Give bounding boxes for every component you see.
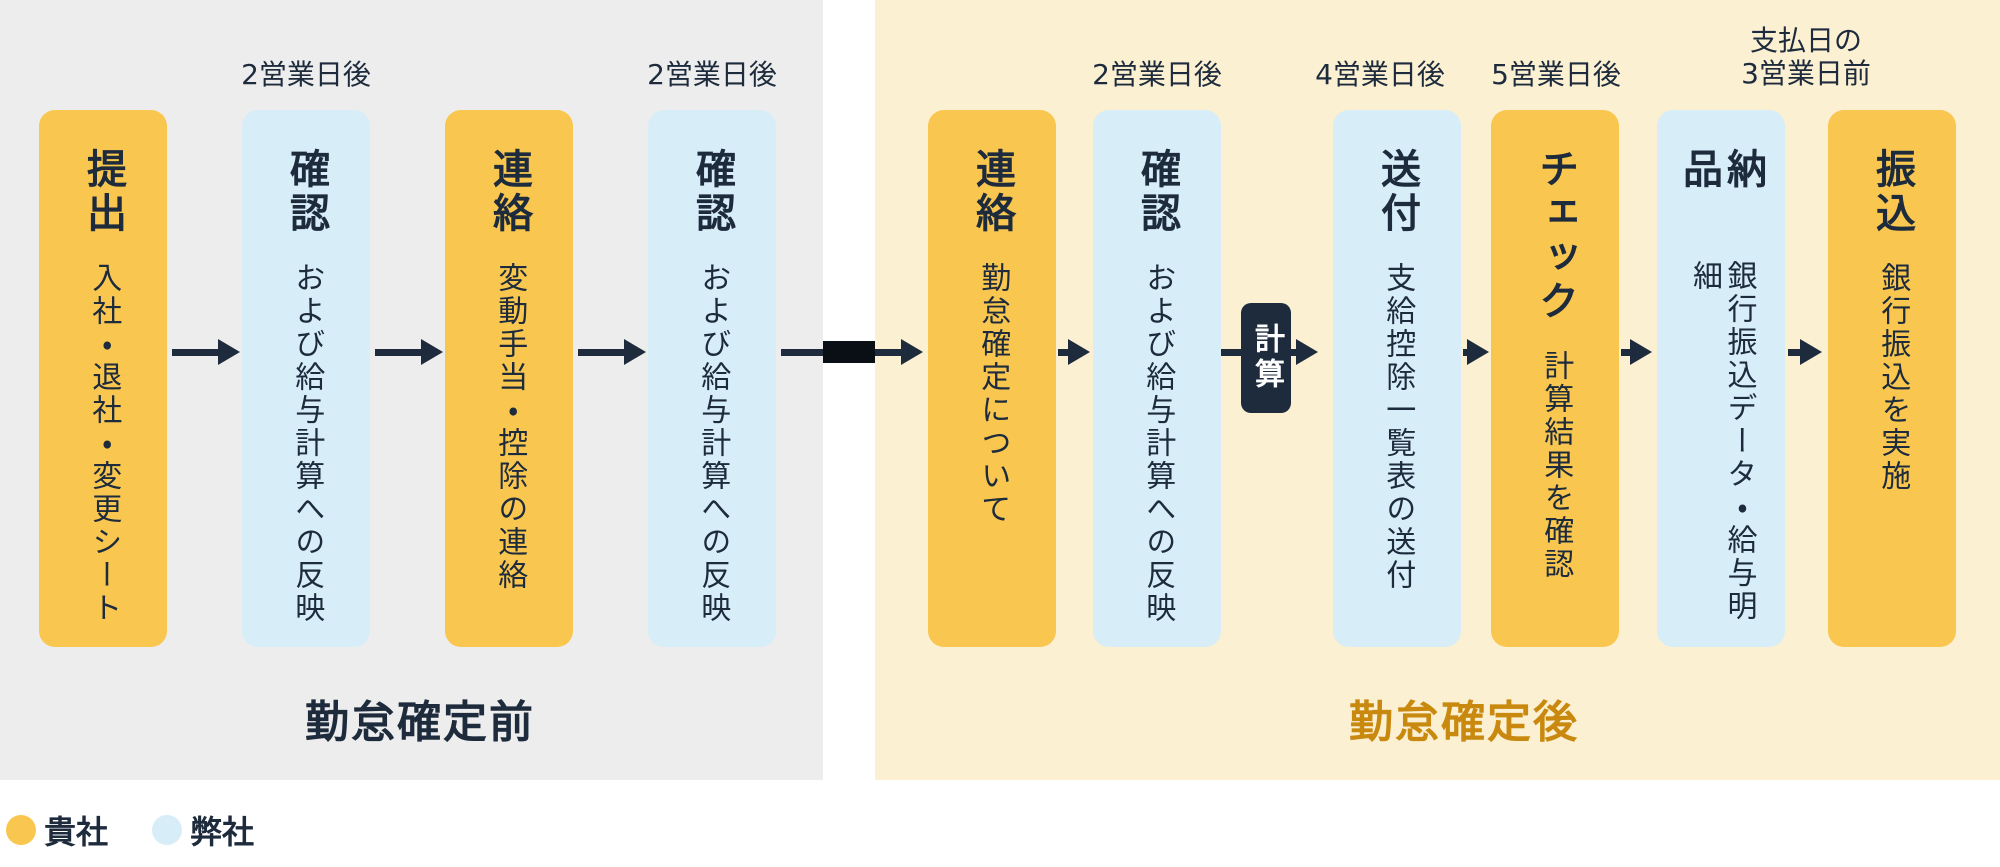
step-desc: および給与計算への反映 bbox=[695, 262, 731, 625]
legend-item-vendor: 弊社 bbox=[152, 807, 254, 853]
step-desc: 入社・退社・変更シート bbox=[86, 262, 122, 625]
step-card-kakunin-1: 確認 および給与計算への反映 bbox=[242, 110, 370, 647]
step-card-soufu: 送付 支給控除一覧表の送付 bbox=[1333, 110, 1461, 647]
timing-label: 2営業日後 bbox=[647, 58, 777, 91]
step-title: 連絡 bbox=[486, 148, 532, 236]
step-desc: 変動手当・控除の連絡 bbox=[492, 262, 528, 592]
legend-label-vendor: 弊社 bbox=[190, 813, 255, 851]
section-label-before: 勤怠確定前 bbox=[305, 697, 535, 748]
step-title: チェック bbox=[1532, 148, 1578, 324]
legend-label-client: 貴社 bbox=[44, 813, 109, 851]
step-title: 送付 bbox=[1374, 148, 1420, 236]
flow-arrow-head bbox=[1800, 339, 1822, 365]
step-title: 提出 bbox=[80, 148, 126, 236]
section-label-after: 勤怠確定後 bbox=[1349, 697, 1579, 748]
step-title: 振込 bbox=[1869, 148, 1915, 236]
step-card-renraku-1: 連絡 変動手当・控除の連絡 bbox=[445, 110, 573, 647]
step-title: 連絡 bbox=[969, 148, 1015, 236]
step-card-nouhin: 納品 銀行振込データ・給与明細 bbox=[1657, 110, 1785, 647]
flow-arrow-line bbox=[1788, 349, 1803, 356]
section-transition-arrow-head bbox=[901, 339, 923, 365]
flow-arrow-line bbox=[375, 349, 421, 356]
flow-arrow-head bbox=[1296, 339, 1318, 365]
calculation-badge-label: 計算 bbox=[1249, 323, 1284, 393]
timing-label: 2営業日後 bbox=[1092, 58, 1222, 91]
legend: 貴社 弊社 bbox=[6, 812, 254, 851]
flow-arrow-head bbox=[1467, 339, 1489, 365]
timing-label: 4営業日後 bbox=[1315, 58, 1445, 91]
step-card-renraku-2: 連絡 勤怠確定について bbox=[928, 110, 1056, 647]
timing-label: 支払日の 3営業日前 bbox=[1741, 24, 1871, 90]
step-card-furikomi: 振込 銀行振込を実施 bbox=[1828, 110, 1956, 647]
step-desc: および給与計算への反映 bbox=[1140, 262, 1176, 625]
step-desc: 銀行振込を実施 bbox=[1875, 262, 1911, 493]
flow-arrow-head bbox=[1630, 339, 1652, 365]
flow-arrow-line bbox=[1621, 349, 1633, 356]
step-title: 確認 bbox=[1134, 148, 1180, 236]
flow-arrow-head bbox=[421, 339, 443, 365]
step-card-check: チェック 計算結果を確認 bbox=[1491, 110, 1619, 647]
legend-item-client: 貴社 bbox=[6, 807, 108, 853]
step-desc: および給与計算への反映 bbox=[289, 262, 325, 625]
section-transition-arrow-bar bbox=[823, 341, 875, 363]
legend-swatch-vendor bbox=[152, 815, 183, 845]
step-title: 確認 bbox=[283, 148, 329, 236]
timing-label: 5営業日後 bbox=[1491, 58, 1621, 91]
calculation-badge: 計算 bbox=[1241, 303, 1291, 413]
step-desc: 計算結果を確認 bbox=[1538, 350, 1574, 581]
step-title: 確認 bbox=[689, 148, 735, 236]
flow-arrow-line bbox=[578, 349, 624, 356]
step-title: 納品 bbox=[1676, 148, 1766, 192]
step-card-teishutsu: 提出 入社・退社・変更シート bbox=[39, 110, 167, 647]
step-card-kakunin-3: 確認 および給与計算への反映 bbox=[1093, 110, 1221, 647]
step-card-kakunin-2: 確認 および給与計算への反映 bbox=[648, 110, 776, 647]
flow-arrow-line bbox=[172, 349, 218, 356]
legend-swatch-client bbox=[6, 815, 36, 845]
step-desc: 銀行振込データ・給与明細 bbox=[1687, 260, 1757, 623]
timing-label: 2営業日後 bbox=[241, 58, 371, 91]
flow-arrow-head bbox=[1068, 339, 1090, 365]
flow-arrow-line bbox=[1058, 349, 1072, 356]
step-desc: 支給控除一覧表の送付 bbox=[1380, 262, 1416, 592]
flow-arrow-head bbox=[218, 339, 240, 365]
step-desc: 勤怠確定について bbox=[975, 262, 1011, 526]
flow-arrow-head bbox=[624, 339, 646, 365]
